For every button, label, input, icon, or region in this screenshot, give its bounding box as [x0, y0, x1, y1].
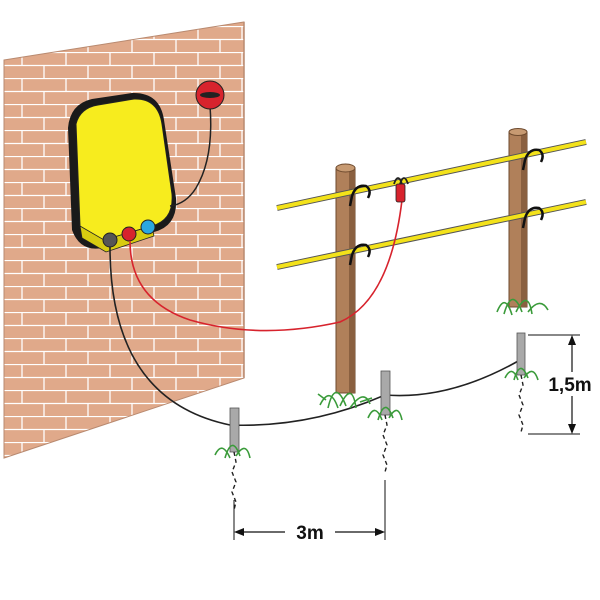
earth-wire — [109, 246, 521, 427]
grass-tuft-icon — [214, 298, 549, 459]
earth-rod-1 — [229, 407, 240, 511]
fence-energizer-icon — [68, 92, 177, 253]
live-wire — [129, 199, 403, 332]
terminal-aux — [140, 219, 156, 235]
dimension-label-spacing: 3m — [296, 523, 323, 544]
insulator-icon — [348, 148, 544, 266]
terminal-earth — [102, 232, 118, 248]
fence-post-front — [335, 163, 356, 394]
dimension-rod-depth: 1,5m — [528, 334, 598, 435]
lamp-cable — [169, 105, 212, 207]
indicator-lamp-icon — [195, 80, 225, 110]
fence-tape-upper — [276, 139, 587, 211]
earth-rod-3 — [516, 332, 526, 433]
earth-rod-2 — [380, 370, 391, 473]
tape-connector-icon — [393, 177, 409, 203]
dimension-post-spacing: 3m — [233, 480, 386, 544]
dimension-label-depth: 1,5m — [548, 375, 591, 396]
fence-tape-lower — [276, 199, 587, 270]
terminal-fence — [121, 226, 137, 242]
